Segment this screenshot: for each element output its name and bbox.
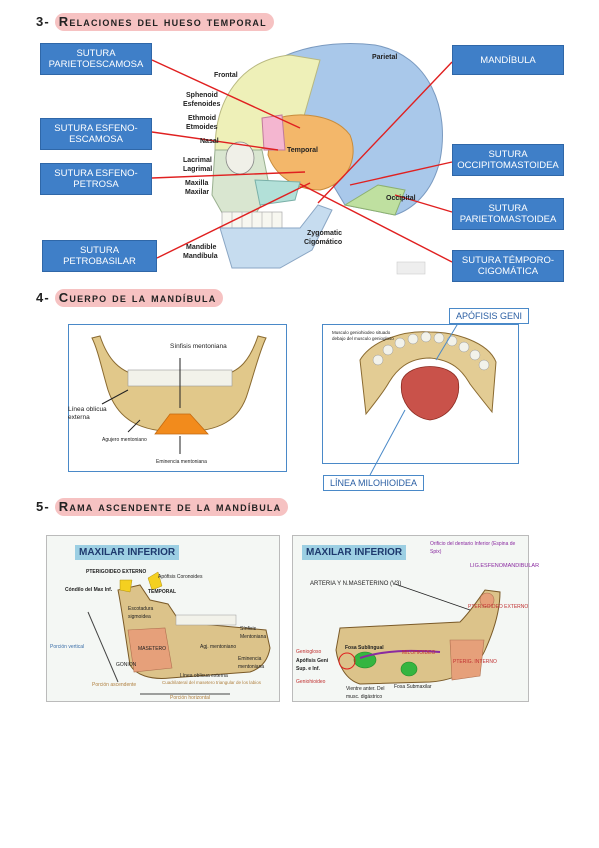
label-musculo-geniohiodeo: Musculo geniohiodeo situado debajo del m… bbox=[332, 330, 394, 341]
label-sphenoid: Sphenoid bbox=[186, 92, 218, 99]
section-5-title: 5- Rama ascendente de la mandíbula bbox=[36, 498, 289, 516]
label-etmoides: Etmoides bbox=[186, 124, 218, 131]
label-eminencia-mentoniana-2: Eminencia mentoniana bbox=[238, 656, 265, 670]
box-sutura-petrobasilar: SUTURA PETROBASILAR bbox=[42, 240, 157, 272]
callout-linea-milohioidea: LÍNEA MILOHIOIDEA bbox=[323, 475, 425, 491]
box-sutura-esfenopetrosa: SUTURA ESFENO-PETROSA bbox=[40, 163, 152, 195]
label-escotadura: Escotadura sigmoidea bbox=[128, 606, 154, 620]
label-fosa-submaxilar: Fosa Submaxilar bbox=[394, 684, 432, 690]
label-agj-mentoniano: Agj. mentoniano bbox=[200, 644, 237, 650]
section-4-title: 4- Cuerpo de la mandíbula bbox=[36, 289, 224, 307]
label-frontal: Frontal bbox=[214, 72, 238, 79]
label-linea-oblicua: Línea oblicua externa bbox=[68, 406, 107, 421]
label-apofisis-geni-2: Apófisis Geni Sup. e Inf. bbox=[296, 658, 329, 672]
box-mandibula: MANDÍBULA bbox=[452, 45, 564, 75]
label-linea-oblicua-2: Línea oblicua externa bbox=[180, 673, 228, 679]
rama-right-header: MAXILAR INFERIOR bbox=[302, 545, 407, 560]
label-milohioideo: MILOHIOIDEO bbox=[402, 650, 436, 656]
label-gonion: GONION bbox=[116, 662, 137, 668]
box-sutura-occipitomastoidea: SUTURA OCCIPITOMASTOIDEA bbox=[452, 144, 564, 176]
rama-left-header: MAXILAR INFERIOR bbox=[75, 545, 180, 560]
box-sutura-temporocigomatica: SUTURA TÉMPORO-CIGOMÁTICA bbox=[452, 250, 564, 282]
label-cuadrilateral: Cuadrilateral del masetero triangular de… bbox=[162, 680, 262, 685]
label-mandibula: Mandíbula bbox=[183, 253, 218, 260]
label-fosa-sublingual: Fosa Sublingual bbox=[345, 645, 384, 651]
label-porcion-ascendente: Porción ascendente bbox=[92, 682, 137, 688]
label-mandible: Mandible bbox=[186, 244, 217, 251]
label-lacrimal: Lacrimal bbox=[183, 157, 212, 164]
label-temporal: Temporal bbox=[287, 147, 318, 154]
label-geniohioideo: Geniohioideo bbox=[296, 679, 326, 685]
label-esfenoides: Esfenoides bbox=[183, 101, 221, 108]
label-temporal-muscle: TEMPORAL bbox=[148, 589, 177, 595]
label-parietal: Parietal bbox=[372, 54, 398, 61]
label-lig-esfenomandibular: LIG.ESFENOMANDIBULAR bbox=[470, 563, 540, 569]
box-sutura-parietoescamosa: SUTURA PARIETOESCAMOSA bbox=[40, 43, 152, 75]
label-maxilar: Maxilar bbox=[185, 189, 210, 196]
label-orificio-dentario: Orificio del dentario Inferior (Espina d… bbox=[430, 541, 516, 555]
label-pterigoideo-externo-2: PTERIGOIDEO EXTERNO bbox=[468, 604, 529, 610]
label-agujero-mentoniano: Agujero mentoniano bbox=[102, 437, 147, 443]
label-condilo: Cóndilo del Max Inf. bbox=[65, 587, 113, 593]
label-geniogloso: Geniogloso bbox=[296, 649, 322, 655]
box-sutura-esfenoescamosa: SUTURA ESFENO-ESCAMOSA bbox=[40, 118, 152, 150]
label-zygomatic: Zygomatic bbox=[307, 230, 343, 237]
callout-apofisis-geni: APÓFISIS GENI bbox=[449, 308, 530, 324]
label-pterig-interno: PTERIG. INTERNO bbox=[453, 659, 497, 665]
label-apofisis-coronoides: Apófisis Coronoides bbox=[158, 574, 203, 580]
label-porcion-horizontal: Porción horizontal bbox=[170, 695, 211, 701]
section-3-title: 3- Relaciones del hueso temporal bbox=[36, 13, 274, 31]
label-ethmoid: Ethmoid bbox=[188, 115, 216, 122]
label-arteria-maseterino: ARTERIA Y N.MASETERINO (V3) bbox=[310, 581, 402, 587]
label-vientre-digastrico: Vientre anter. Del musc. digástrico bbox=[346, 686, 385, 700]
label-sinfisis-mentoniana: Sínfisis mentoniana bbox=[170, 343, 227, 350]
label-sinfisis-mentoniana-2: Sínfisis Mentoniana bbox=[240, 626, 267, 640]
label-nasal: Nasal bbox=[200, 138, 219, 145]
label-porcion-vertical: Porción vertical bbox=[50, 644, 85, 650]
label-lagrimal: Lagrimal bbox=[183, 166, 213, 173]
box-sutura-parietomastoidea: SUTURA PARIETOMASTOIDEA bbox=[452, 198, 564, 230]
label-cigomatico: Cigomático bbox=[304, 239, 343, 246]
label-masetero: MASETERO bbox=[138, 646, 167, 652]
label-eminencia-mentoniana: Eminencia mentoniana bbox=[156, 459, 207, 465]
label-occipital: Occipital bbox=[386, 195, 416, 202]
label-pterigoideo-externo: PTERIGOIDEO EXTERNO bbox=[86, 569, 147, 575]
label-maxilla: Maxilla bbox=[185, 180, 209, 187]
